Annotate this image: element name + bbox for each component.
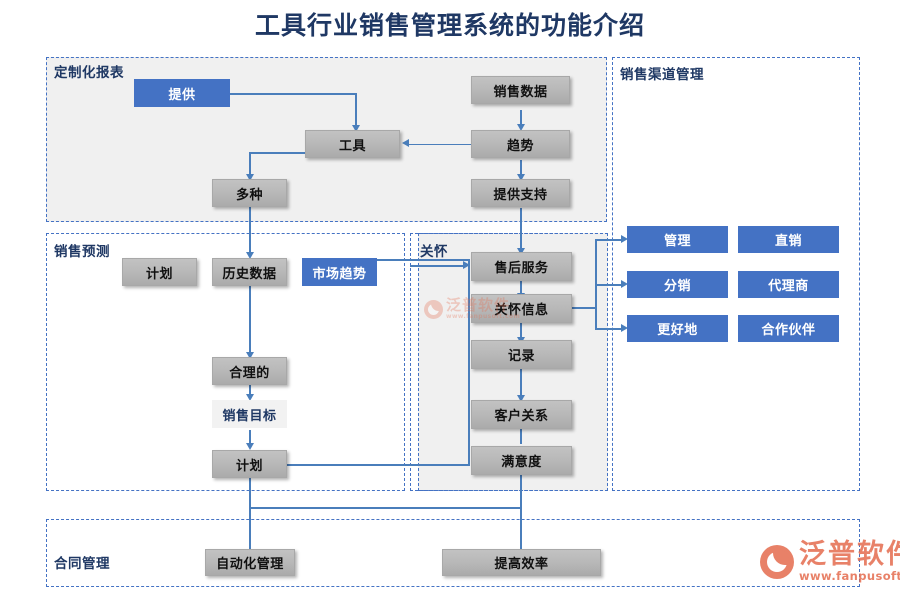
connector-provide-to-tool-h <box>230 93 357 95</box>
arrowhead-target-top <box>245 394 254 401</box>
node-direct-sales[interactable]: 直销 <box>738 226 839 253</box>
connector-record-to-customerrel <box>520 368 522 396</box>
connector-plan-to-automanage <box>249 477 251 550</box>
node-provide-support[interactable]: 提供支持 <box>471 179 570 207</box>
node-history-data[interactable]: 历史数据 <box>212 258 287 286</box>
fanpu-logo-icon-main <box>760 544 794 579</box>
watermark-logo: 泛普软件 www.fanpusoft.com <box>760 541 900 583</box>
node-sales-data[interactable]: 销售数据 <box>471 76 570 104</box>
node-multiple[interactable]: 多种 <box>212 179 287 207</box>
group-label-channel-mgmt: 销售渠道管理 <box>620 67 704 83</box>
connector-care-to-aftersales <box>410 265 465 267</box>
group-label-contract-mgmt: 合同管理 <box>54 556 110 572</box>
connector-support-to-aftersales <box>520 208 522 249</box>
connector-provide-to-tool-v <box>355 93 357 126</box>
connector-target-to-plan <box>249 430 251 444</box>
connector-careinfo-to-record <box>520 322 522 338</box>
connector-bus-to-manage <box>595 239 624 241</box>
arrowhead-support-top <box>516 174 525 181</box>
node-partner[interactable]: 合作伙伴 <box>738 315 839 342</box>
connector-salesdata-to-trend <box>520 110 522 125</box>
arrowhead-reasonable-top <box>245 352 254 359</box>
node-care-info[interactable]: 关怀信息 <box>471 294 572 323</box>
node-sales-target[interactable]: 销售目标 <box>212 400 287 428</box>
arrowhead-history-top <box>245 252 254 259</box>
node-manage[interactable]: 管理 <box>627 226 728 253</box>
node-customer-relation[interactable]: 客户关系 <box>471 400 572 429</box>
node-reasonable[interactable]: 合理的 <box>212 357 287 385</box>
connector-markettrend-to-plan-h1 <box>377 259 470 261</box>
watermark-url: www.fanpusoft.com <box>799 569 900 583</box>
node-plan-bottom[interactable]: 计划 <box>212 450 287 478</box>
page-title: 工具行业销售管理系统的功能介绍 <box>254 11 645 40</box>
arrowhead-plan-top <box>245 443 254 450</box>
connector-satisfaction-down <box>520 474 522 508</box>
arrowhead-aftersales-top <box>516 248 525 255</box>
arrowhead-distribution-left <box>621 279 628 288</box>
group-label-sales-forecast: 销售预测 <box>54 244 110 260</box>
arrowhead-better-left <box>621 323 628 332</box>
node-market-trend[interactable]: 市场趋势 <box>302 258 377 286</box>
fanpu-logo-icon <box>424 299 443 319</box>
arrowhead-customerrel-top <box>516 395 525 402</box>
node-plan-top[interactable]: 计划 <box>122 258 197 286</box>
node-auto-manage[interactable]: 自动化管理 <box>205 549 295 576</box>
node-improve-efficiency[interactable]: 提高效率 <box>442 549 601 576</box>
connector-customerrel-to-satisfaction <box>520 429 522 444</box>
group-label-care: 关怀 <box>420 244 448 260</box>
node-record[interactable]: 记录 <box>471 340 572 369</box>
group-care-outer <box>410 233 608 491</box>
arrowhead-multiple-top <box>245 174 254 181</box>
connector-bus-to-improveeff <box>520 507 522 550</box>
connector-trend-to-tool <box>409 143 475 146</box>
connector-markettrend-to-plan-v <box>468 259 470 465</box>
watermark-center-url: www.fanpusoft.com <box>446 313 521 320</box>
connector-tool-to-multiple-v <box>249 152 251 175</box>
connector-reasonable-to-target <box>249 384 251 395</box>
watermark-center-name: 泛普软件 <box>446 296 511 314</box>
node-tool[interactable]: 工具 <box>305 130 400 158</box>
arrowhead-trend-top <box>516 124 525 131</box>
connector-markettrend-to-plan-h2 <box>282 464 470 466</box>
node-better[interactable]: 更好地 <box>627 315 728 342</box>
connector-trend-to-support <box>520 160 522 175</box>
connector-history-to-reasonable <box>249 285 251 353</box>
arrowhead-aftersales-left <box>463 260 470 269</box>
connector-tool-to-multiple-h <box>250 152 305 154</box>
node-trend[interactable]: 趋势 <box>471 130 570 158</box>
connector-multiple-to-history <box>249 206 251 253</box>
connector-careinfo-bus-h <box>572 307 597 309</box>
connector-bottom-bus <box>249 507 521 509</box>
arrowhead-manage-left <box>621 234 628 243</box>
connector-bus-to-better <box>595 328 624 330</box>
watermark-center: 泛普软件 www.fanpusoft.com <box>424 298 520 320</box>
arrowhead-tool-right <box>402 139 409 147</box>
group-label-custom-reports: 定制化报表 <box>54 65 124 81</box>
watermark-name: 泛普软件 <box>799 539 900 570</box>
node-distribution[interactable]: 分销 <box>627 271 728 298</box>
node-agent[interactable]: 代理商 <box>738 271 839 298</box>
arrowhead-tool-top <box>351 125 360 132</box>
connector-aftersales-to-careinfo <box>520 281 522 294</box>
connector-bus-to-distribution <box>595 284 624 286</box>
node-provide[interactable]: 提供 <box>134 79 230 107</box>
node-after-sales[interactable]: 售后服务 <box>471 252 572 281</box>
node-satisfaction[interactable]: 满意度 <box>471 446 572 475</box>
